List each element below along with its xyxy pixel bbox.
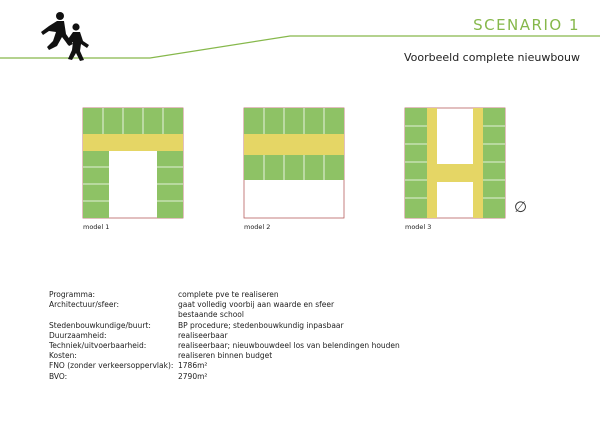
detail-label — [49, 310, 178, 320]
scenario-details: Programma: complete pve te realiseren Ar… — [49, 290, 400, 382]
detail-value: 1786m² — [178, 361, 208, 371]
detail-row-architectuur: Architectuur/sfeer: gaat volledig voorbi… — [49, 300, 400, 310]
detail-row-stedenbouw: Stedenbouwkundige/buurt: BP procedure; s… — [49, 321, 400, 331]
header-divider-line — [0, 35, 600, 59]
detail-row-techniek: Techniek/uitvoerbaarheid: realiseerbaar;… — [49, 341, 400, 351]
running-children-logo — [41, 12, 89, 61]
detail-value: gaat volledig voorbij aan waarde en sfee… — [178, 300, 335, 310]
detail-label: Architectuur/sfeer: — [49, 300, 120, 310]
detail-label: Stedenbouwkundige/buurt: — [49, 320, 151, 330]
orientation-symbol: ∅ — [514, 198, 528, 216]
detail-label: Kosten: — [49, 351, 77, 361]
detail-value: 2790m² — [178, 371, 208, 381]
detail-label: BVO: — [49, 371, 68, 381]
model-1-diagram — [82, 107, 184, 219]
detail-row-fno: FNO (zonder verkeersoppervlak): 1786m² — [49, 361, 400, 371]
model-3-caption: model 3 — [405, 223, 432, 231]
detail-value: realiseerbaar — [178, 330, 228, 340]
detail-value: bestaande school — [178, 310, 244, 320]
detail-label: FNO (zonder verkeersoppervlak): — [49, 361, 174, 371]
model-2-diagram — [243, 107, 345, 219]
scenario-title: SCENARIO 1 — [473, 16, 580, 34]
model-3-blocks — [405, 108, 505, 218]
model-2-blocks — [244, 108, 344, 180]
detail-row-bvo: BVO: 2790m² — [49, 372, 400, 382]
detail-value: BP procedure; stedenbouwkundig inpasbaar — [178, 320, 344, 330]
detail-label: Duurzaamheid: — [49, 330, 107, 340]
model-2-caption: model 2 — [244, 223, 271, 231]
detail-value: complete pve te realiseren — [178, 290, 279, 299]
model-1-blocks — [83, 108, 183, 218]
model-1-caption: model 1 — [83, 223, 110, 231]
detail-row-duurzaamheid: Duurzaamheid: realiseerbaar — [49, 331, 400, 341]
detail-value: realiseerbaar; nieuwbouwdeel los van bel… — [178, 340, 400, 350]
detail-row-architectuur-cont: bestaande school — [49, 310, 400, 320]
page-subtitle: Voorbeeld complete nieuwbouw — [403, 51, 580, 64]
detail-value: realiseren binnen budget — [178, 351, 273, 361]
detail-row-programma: Programma: complete pve te realiseren — [49, 290, 400, 300]
model-3-diagram — [404, 107, 506, 219]
detail-label: Programma: — [49, 290, 96, 299]
detail-row-kosten: Kosten: realiseren binnen budget — [49, 351, 400, 361]
detail-label: Techniek/uitvoerbaarheid: — [49, 340, 147, 350]
